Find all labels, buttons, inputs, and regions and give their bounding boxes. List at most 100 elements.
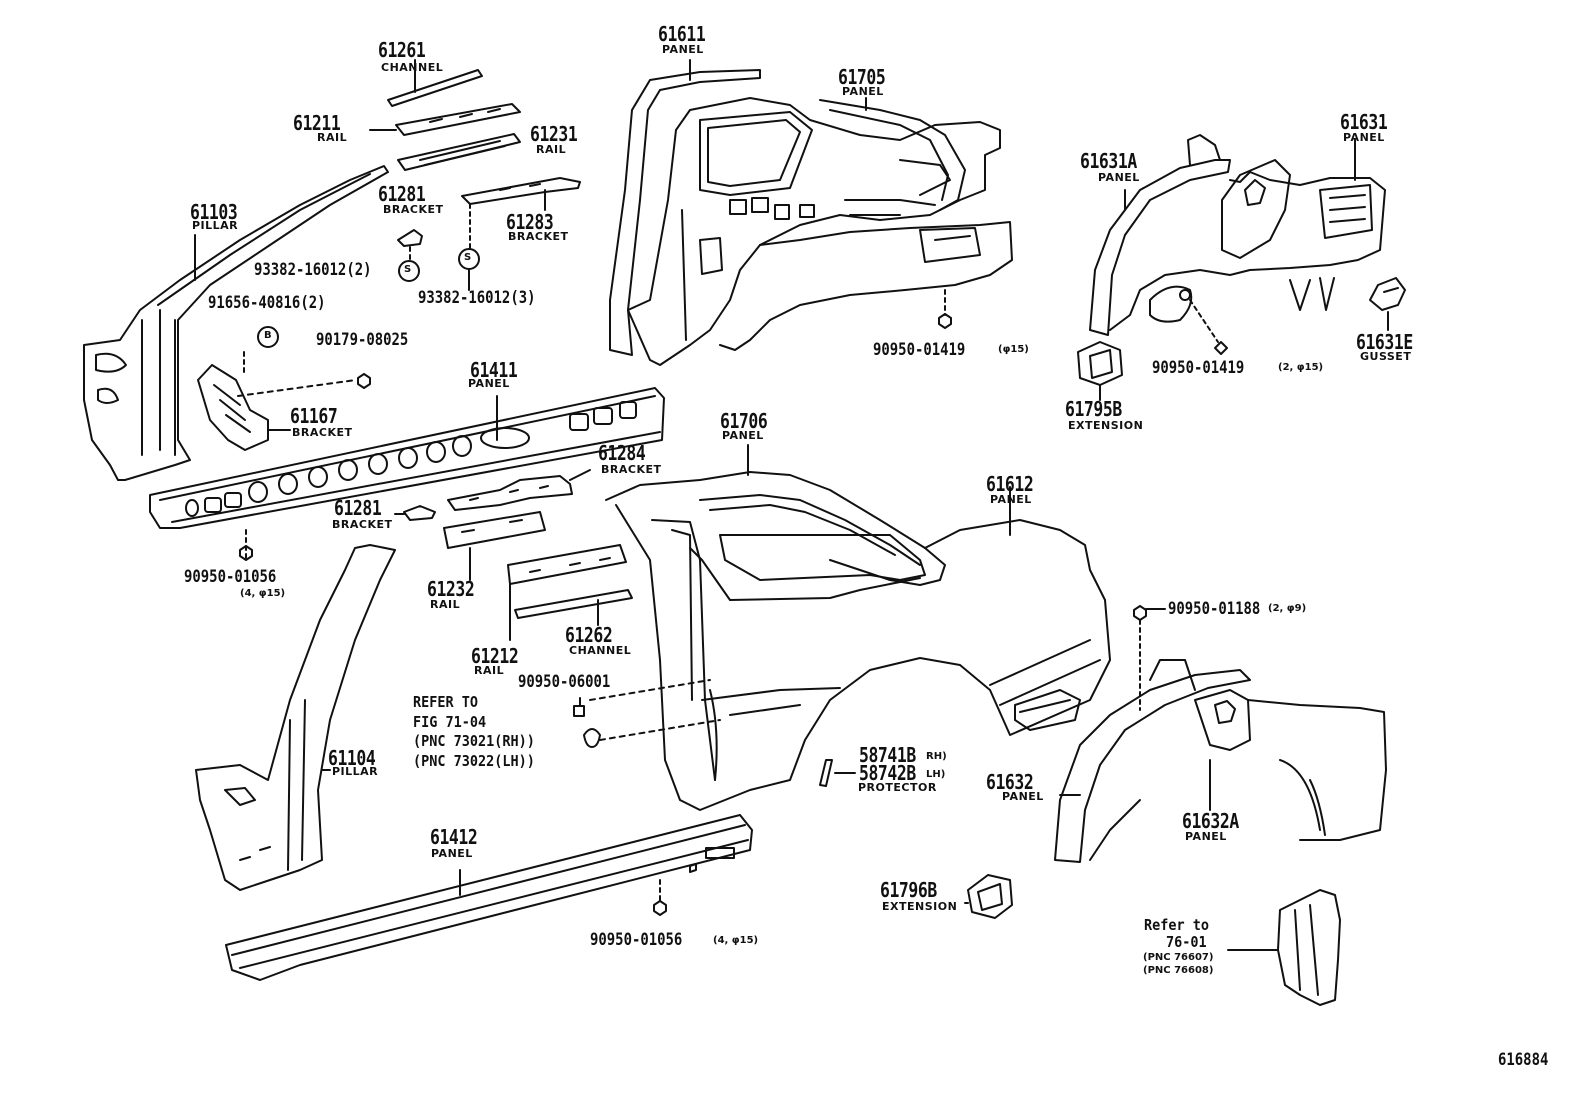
part-number-61612: 61612 [986,472,1034,496]
part-name-58741B: PROTECTOR [858,781,937,794]
part-name-61632: PANEL [1002,790,1044,803]
part-name-61632A: PANEL [1185,830,1227,843]
refer-mudguard-line3: (PNC 76607) [1143,952,1214,963]
part-name-61795B: EXTENSION [1068,419,1144,432]
part-name-61281-upper: BRACKET [383,203,444,216]
fastener-93382-16012-2: 93382-16012(2) [254,260,372,280]
refer-mudguard-line1: Refer to [1144,916,1210,934]
part-name-61631E: GUSSET [1360,350,1412,363]
part-name-61411: PANEL [468,377,510,390]
panel-61412-drawing [225,814,753,981]
part-name-61631: PANEL [1343,131,1385,144]
diagram-id: 616884 [1498,1050,1549,1070]
refer-fig-line2: FIG 71-04 [413,713,487,731]
part-number-61281-lower: 61281 [334,496,382,520]
part-number-61632A: 61632A [1182,809,1239,833]
part-suffix-58742B: LH) [926,769,946,780]
extension-61795B-drawing [1077,341,1123,401]
pillar-61103-drawing [83,165,389,481]
part-name-61283: BRACKET [508,230,569,243]
fastener-90179-08025: 90179-08025 [316,330,409,350]
part-name-61261: CHANNEL [381,61,444,74]
nut-90950-01188-drawing [1133,605,1166,711]
part-number-61167: 61167 [290,404,338,428]
part-name-61611: PANEL [662,43,704,56]
channel-61262-drawing [514,589,633,626]
refer-mudguard-line2: 76-01 [1166,933,1207,951]
part-name-61796B: EXTENSION [882,900,958,913]
fastener-93382-16012-3: 93382-16012(3) [418,288,536,308]
rail-61212-drawing [507,544,627,641]
bracket-61281-lower-drawing [394,505,436,521]
part-name-61412: PANEL [431,847,473,860]
part-name-61262: CHANNEL [569,644,632,657]
bracket-61167-drawing [197,349,357,451]
part-number-58742B: 58742B [859,761,916,785]
fastener-90950-01419-b-spec: (2, φ15) [1278,362,1324,373]
fastener-90950-01056-a-spec: (4, φ15) [240,588,286,599]
extension-61796B-drawing [964,874,1013,919]
fastener-90950-01056-a: 90950-01056 [184,567,277,587]
panel-61705-drawing [819,97,966,216]
pillar-61104-drawing [195,544,396,891]
part-number-61611: 61611 [658,22,706,46]
gusset-61631E-drawing [1369,277,1406,331]
fastener-90950-01419-a: 90950-01419 [873,340,966,360]
part-number-61796B: 61796B [880,878,937,902]
fastener-90950-01056-b-spec: (4, φ15) [713,935,759,946]
fastener-90950-01188: 90950-01188 [1168,599,1261,619]
panel-61612-drawing [615,486,1111,811]
panel-61611-drawing [609,59,1001,366]
part-number-61262: 61262 [565,623,613,647]
part-number-61284: 61284 [598,441,646,465]
fastener-90950-01056-b: 90950-01056 [590,930,683,950]
part-name-61631A: PANEL [1098,171,1140,184]
refer-fig-line3: (PNC 73021(RH)) [413,732,535,750]
fastener-90950-01419-b: 90950-01419 [1152,358,1245,378]
part-number-61232: 61232 [427,577,475,601]
fastener-90950-06001: 90950-06001 [518,672,611,692]
part-number-61795B: 61795B [1065,397,1122,421]
part-name-61211: RAIL [317,131,348,144]
rail-61232-drawing [443,511,546,581]
part-number-61632: 61632 [986,770,1034,794]
part-name-61284: BRACKET [601,463,662,476]
part-number-61261: 61261 [378,38,426,62]
fastener-91656-40816: 91656-40816(2) [208,293,326,313]
bracket-61281-drawing [397,229,480,291]
part-number-61705: 61705 [838,65,886,89]
part-name-61212: RAIL [474,664,505,677]
part-name-61232: RAIL [430,598,461,611]
callout-s-2: S [464,252,472,263]
part-number-61103: 61103 [190,200,238,224]
part-suffix-58741B: RH) [926,751,947,762]
bracket-61283-drawing [461,177,581,251]
panel-61611-lower-drawing [719,221,1013,351]
part-number-61211: 61211 [293,111,341,135]
mudguard-drawing [1227,889,1341,1006]
part-number-61231: 61231 [530,122,578,146]
part-name-61167: BRACKET [292,426,353,439]
panel-61631A-drawing [1089,134,1386,355]
fastener-90950-01188-spec: (2, φ9) [1268,603,1307,614]
fastener-90950-01419-a-spec: (φ15) [998,344,1029,355]
part-number-61411: 61411 [470,358,518,382]
panel-61706-drawing [605,444,946,586]
part-name-61104: PILLAR [332,765,379,778]
part-name-61705: PANEL [842,85,884,98]
callout-s-1: S [404,264,412,275]
rail-61211-drawing [369,103,521,136]
part-number-61283: 61283 [506,210,554,234]
part-name-61612: PANEL [990,493,1032,506]
refer-fig-line4: (PNC 73022(LH)) [413,752,535,770]
channel-61261-drawing [387,59,483,107]
panel-61411-drawing [149,387,665,561]
part-number-61631: 61631 [1340,110,1388,134]
part-name-61231: RAIL [536,143,567,156]
part-number-61631E: 61631E [1356,330,1413,354]
part-number-61706: 61706 [720,409,768,433]
part-number-61631A: 61631A [1080,149,1137,173]
part-number-61412: 61412 [430,825,478,849]
